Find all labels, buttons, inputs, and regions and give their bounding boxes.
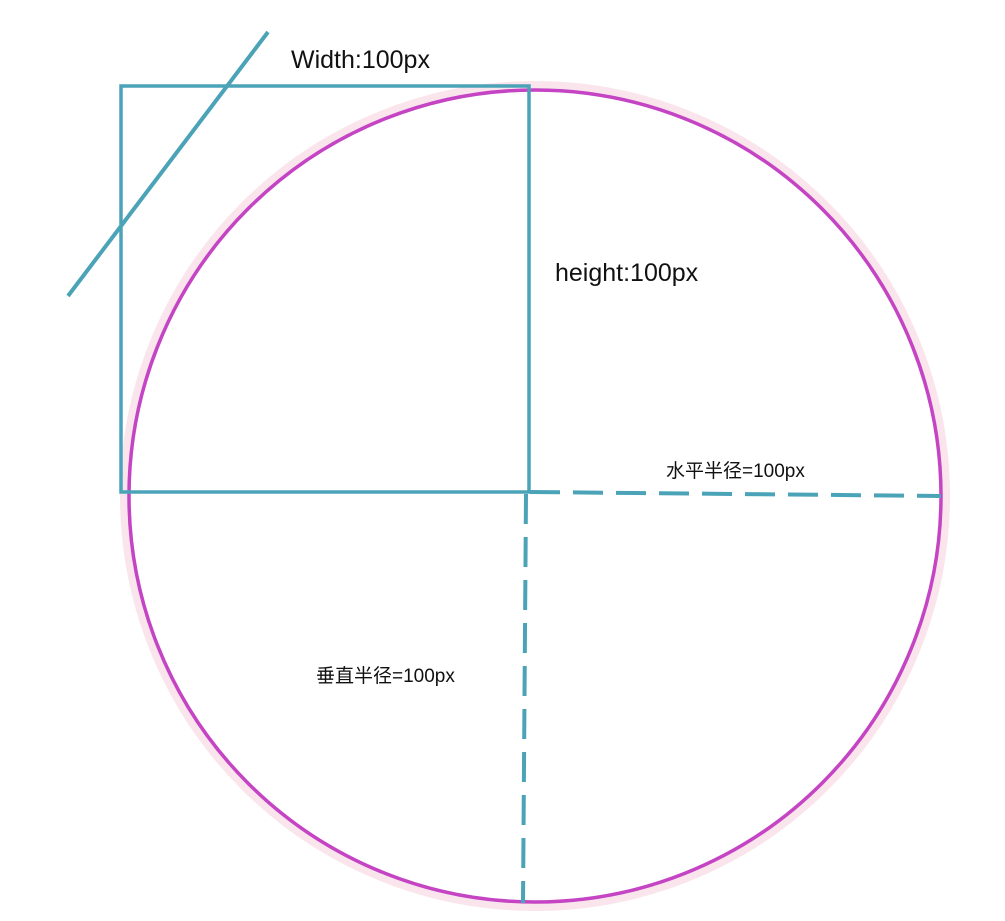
circle-outline [127, 88, 943, 904]
corner-slash [66, 30, 270, 298]
horizontal-radius-line [529, 490, 942, 498]
width-label: Width:100px [291, 46, 430, 74]
vertical-radius-label: 垂直半径=100px [316, 665, 455, 687]
vertical-radius-line [521, 493, 528, 904]
horizontal-radius-label: 水平半径=100px [666, 460, 805, 482]
height-label: height:100px [555, 259, 699, 287]
width-height-box [119, 84, 531, 494]
circle-glow [120, 81, 950, 911]
